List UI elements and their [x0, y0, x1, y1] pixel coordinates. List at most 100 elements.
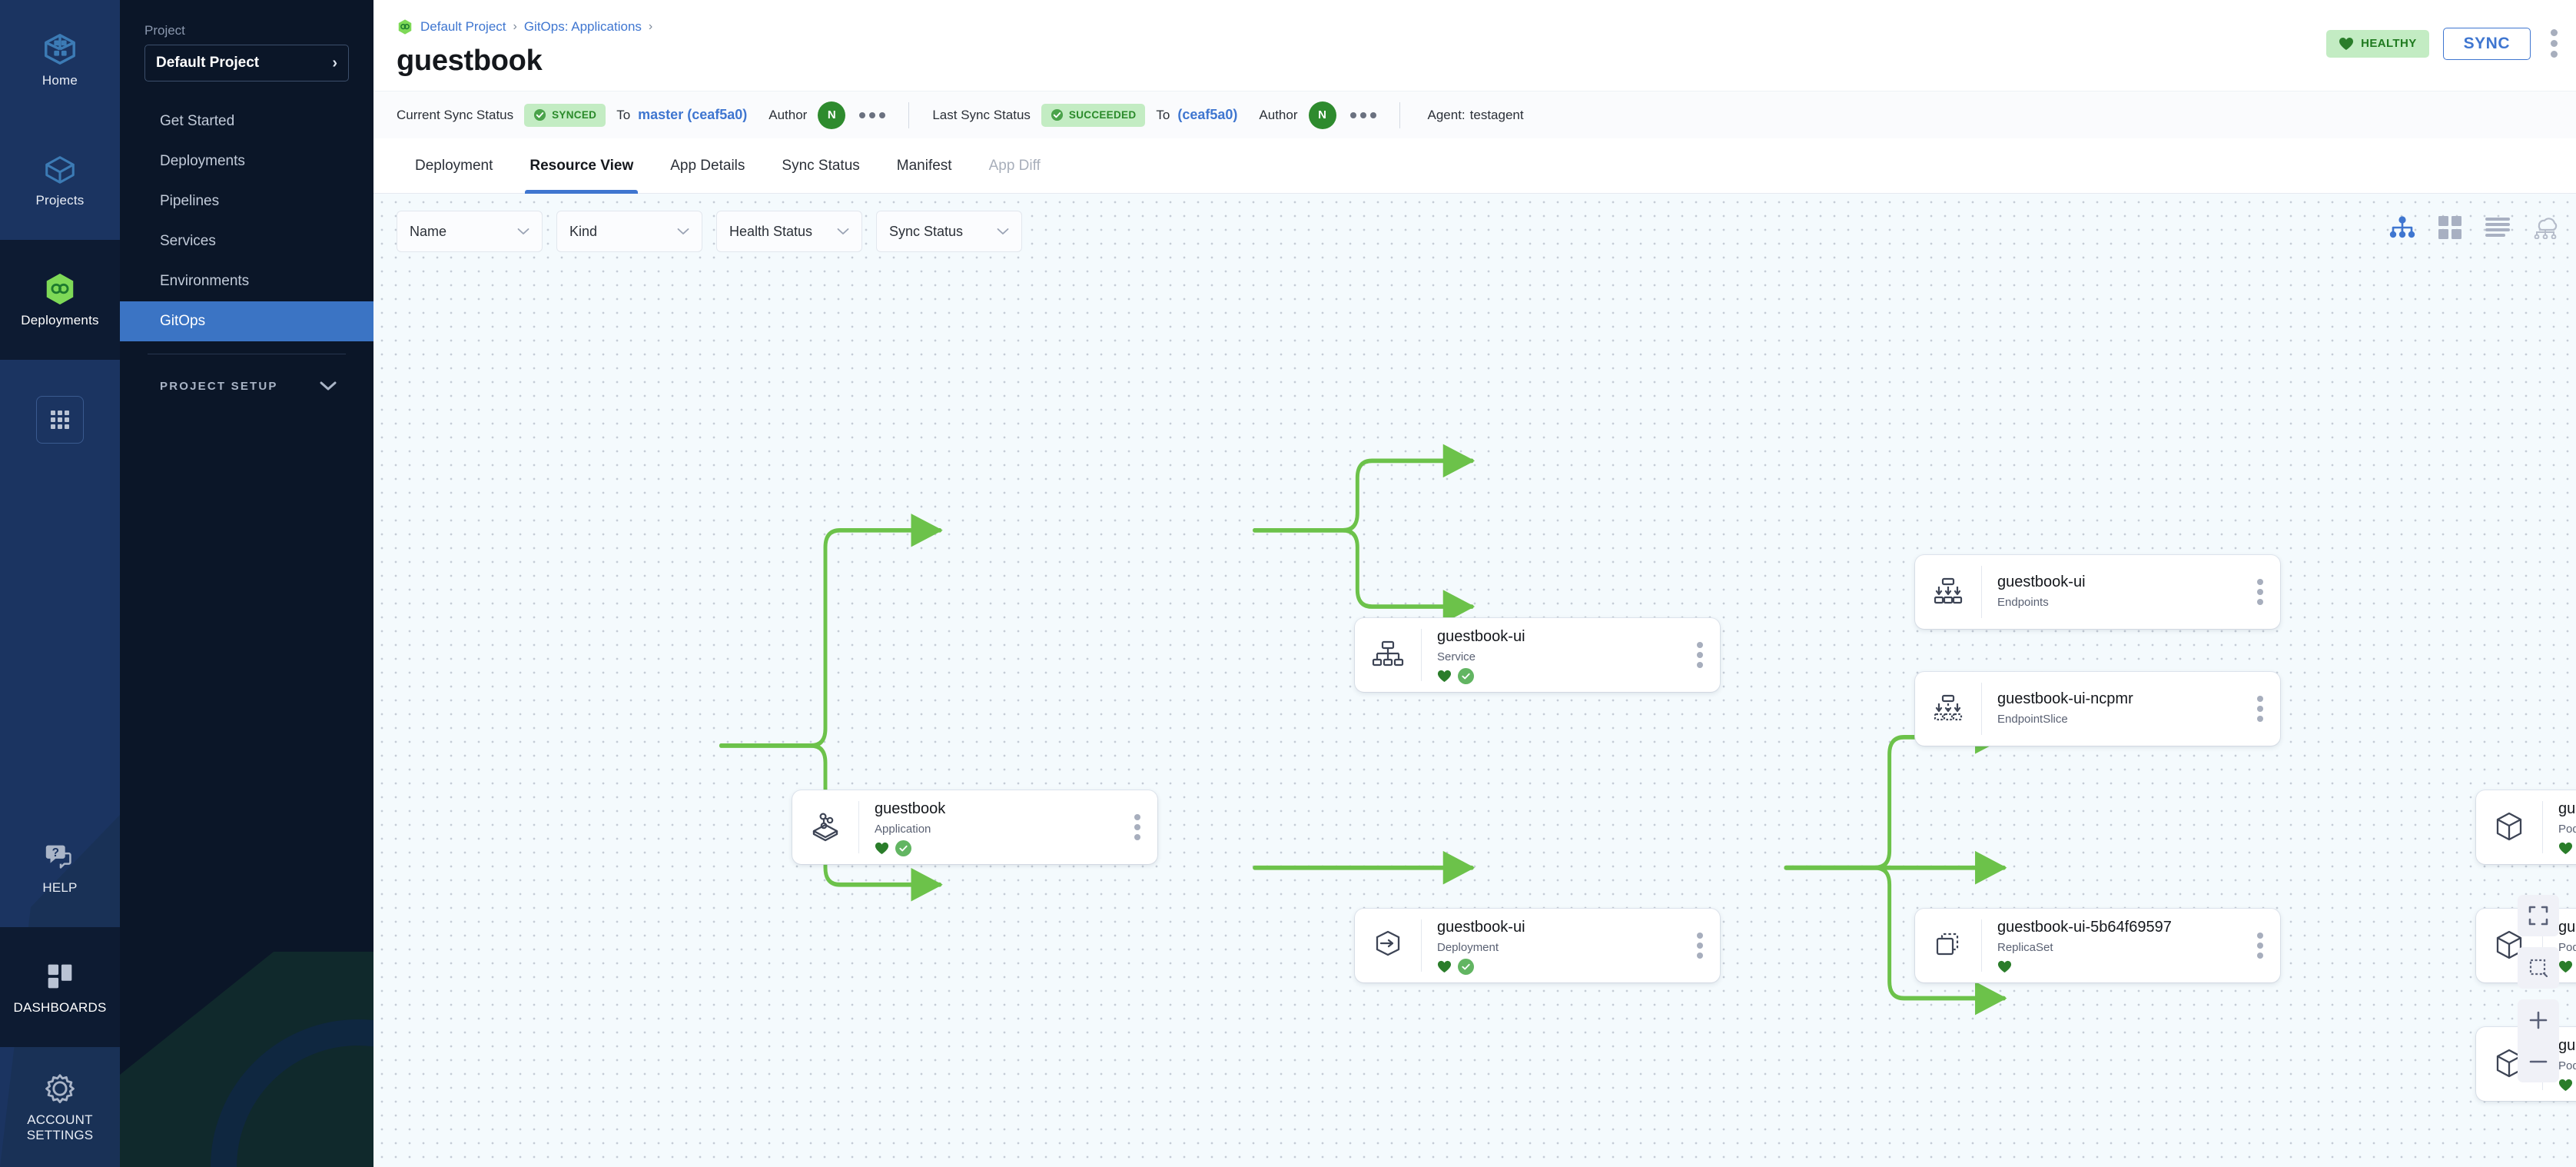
filter-bar: Name Kind Health Status Sync Status: [397, 211, 1022, 252]
tab-sync-status[interactable]: Sync Status: [763, 138, 878, 194]
filter-kind[interactable]: Kind: [556, 211, 702, 252]
node-menu-icon[interactable]: [2240, 579, 2280, 605]
graph-node-endpoints[interactable]: guestbook-ui Endpoints: [1915, 555, 2280, 629]
rail-item-help[interactable]: ? HELP: [0, 807, 120, 927]
node-status-icons: [1437, 958, 1680, 975]
graph-node-service[interactable]: guestbook-ui Service: [1355, 618, 1720, 692]
node-name: guestbook-ui: [1437, 627, 1525, 645]
sidebar-item-get-started[interactable]: Get Started: [120, 101, 373, 141]
breadcrumb-link-default-project[interactable]: Default Project: [420, 19, 506, 34]
application-icon: [812, 813, 838, 842]
sidebar-item-environments[interactable]: Environments: [120, 261, 373, 301]
breadcrumb-link-gitops-applications[interactable]: GitOps: Applications: [523, 19, 642, 34]
view-mode-list[interactable]: [2484, 214, 2511, 241]
graph-node-application[interactable]: guestbook Application: [792, 790, 1157, 864]
filter-name[interactable]: Name: [397, 211, 543, 252]
rail-item-apps[interactable]: [0, 360, 120, 480]
node-menu-icon[interactable]: [2240, 933, 2280, 959]
node-name: guestbook-ui-ncpmr: [1997, 690, 2133, 708]
graph-node-deployment[interactable]: guestbook-ui Deployment: [1355, 909, 1720, 982]
current-sync-more-icon[interactable]: [859, 111, 886, 118]
tab-app-details[interactable]: App Details: [652, 138, 763, 194]
rail-item-dashboards[interactable]: DASHBOARDS: [0, 927, 120, 1047]
node-menu-icon[interactable]: [2240, 696, 2280, 722]
dashboards-icon: [48, 964, 72, 989]
node-icon-wrapper: [1355, 909, 1421, 982]
status-badge-health-label: HEALTHY: [2361, 37, 2417, 50]
project-sidebar: Project Default Project › Get Started De…: [120, 0, 373, 1167]
heart-icon: [875, 842, 889, 854]
fit-screen-button[interactable]: [2518, 895, 2559, 936]
node-body: guestbook Application: [859, 790, 1117, 864]
endpoints-icon: [1934, 577, 1963, 604]
list-view-icon: [2485, 218, 2510, 237]
zoom-out-button[interactable]: [2518, 1041, 2559, 1082]
apps-grid-button[interactable]: [36, 396, 84, 444]
node-status-icons: [875, 840, 1117, 856]
sidebar-project-setup[interactable]: PROJECT SETUP: [120, 368, 373, 404]
sidebar-item-label: Environments: [160, 273, 250, 289]
tab-app-diff: App Diff: [971, 138, 1059, 194]
pod-icon: [2496, 812, 2522, 841]
node-divider: [1421, 629, 1422, 681]
last-sync-revision[interactable]: (ceaf5a0): [1177, 107, 1238, 122]
rail-item-projects[interactable]: Projects: [0, 120, 120, 240]
sidebar-item-pipelines[interactable]: Pipelines: [120, 181, 373, 221]
node-menu-icon[interactable]: [1117, 814, 1157, 840]
rail-item-label: DASHBOARDS: [13, 1000, 107, 1016]
node-menu-icon[interactable]: [1680, 642, 1720, 668]
node-status-icons: [1437, 667, 1680, 684]
sidebar-item-deployments[interactable]: Deployments: [120, 141, 373, 181]
breadcrumb-separator: ›: [648, 20, 653, 33]
heart-icon: [1437, 960, 1452, 972]
graph-node-endpointslice[interactable]: guestbook-ui-ncpmr EndpointSlice: [1915, 672, 2280, 746]
current-sync-revision[interactable]: master (ceaf5a0): [638, 107, 748, 122]
sidebar-item-gitops[interactable]: GitOps: [120, 301, 373, 341]
more-options-icon[interactable]: [2544, 26, 2564, 61]
node-kind: Application: [875, 822, 931, 836]
node-body: guestbook-ui Endpoints: [1982, 555, 2240, 629]
project-selector[interactable]: Default Project ›: [144, 45, 349, 81]
tab-deployment[interactable]: Deployment: [397, 138, 511, 194]
filter-health-status[interactable]: Health Status: [716, 211, 862, 252]
node-body: guestbook-ui Deployment: [1422, 909, 1680, 982]
node-divider: [1981, 683, 1982, 735]
graph-node-pod-1[interactable]: guestbook-ui-5b64f6959… Pod: [2476, 790, 2576, 864]
view-mode-network[interactable]: [2531, 214, 2559, 241]
tab-manifest[interactable]: Manifest: [878, 138, 971, 194]
zoom-in-button[interactable]: [2518, 999, 2559, 1041]
node-name: guestbook-ui-5b64f6959…: [2558, 800, 2576, 817]
avatar: N: [1308, 101, 1336, 129]
synced-icon: [895, 840, 911, 856]
node-body: guestbook-ui-5b64f6959… Pod: [2543, 1027, 2576, 1101]
node-kind: ReplicaSet: [1997, 940, 2053, 954]
chevron-down-icon: [837, 228, 849, 234]
rail-item-home[interactable]: Home: [0, 0, 120, 120]
chevron-down-icon: [517, 228, 529, 234]
sidebar-item-services[interactable]: Services: [120, 221, 373, 261]
view-mode-tree[interactable]: [2388, 214, 2416, 241]
zoom-buttons-group: [2518, 999, 2559, 1082]
node-icon-wrapper: [2476, 909, 2542, 982]
service-icon: [1372, 640, 1404, 667]
tab-resource-view[interactable]: Resource View: [511, 138, 652, 194]
filter-label: Name: [410, 223, 447, 239]
breadcrumb: Default Project › GitOps: Applications ›: [397, 18, 652, 35]
sidebar-item-label: GitOps: [160, 313, 206, 329]
select-box-button[interactable]: [2518, 947, 2559, 989]
tab-label: Deployment: [415, 157, 493, 174]
node-menu-icon[interactable]: [1680, 933, 1720, 959]
topbar-actions: HEALTHY SYNC: [2326, 26, 2564, 61]
icon-rail: Home Projects Deployments: [0, 0, 120, 1167]
resource-graph-canvas[interactable]: Name Kind Health Status Sync Status: [373, 194, 2576, 1167]
rail-item-account-settings[interactable]: ACCOUNT SETTINGS: [0, 1047, 120, 1167]
view-mode-grid[interactable]: [2436, 214, 2464, 241]
graph-node-replicaset[interactable]: guestbook-ui-5b64f69597 ReplicaSet: [1915, 909, 2280, 982]
last-sync-more-icon[interactable]: [1349, 111, 1376, 118]
filter-sync-status[interactable]: Sync Status: [876, 211, 1022, 252]
sync-button[interactable]: SYNC: [2442, 27, 2531, 60]
node-body: guestbook-ui-5b64f6959… Pod: [2543, 909, 2576, 982]
tree-view-icon: [2389, 216, 2415, 238]
rail-item-deployments[interactable]: Deployments: [0, 240, 120, 360]
synced-icon: [1458, 667, 1474, 684]
